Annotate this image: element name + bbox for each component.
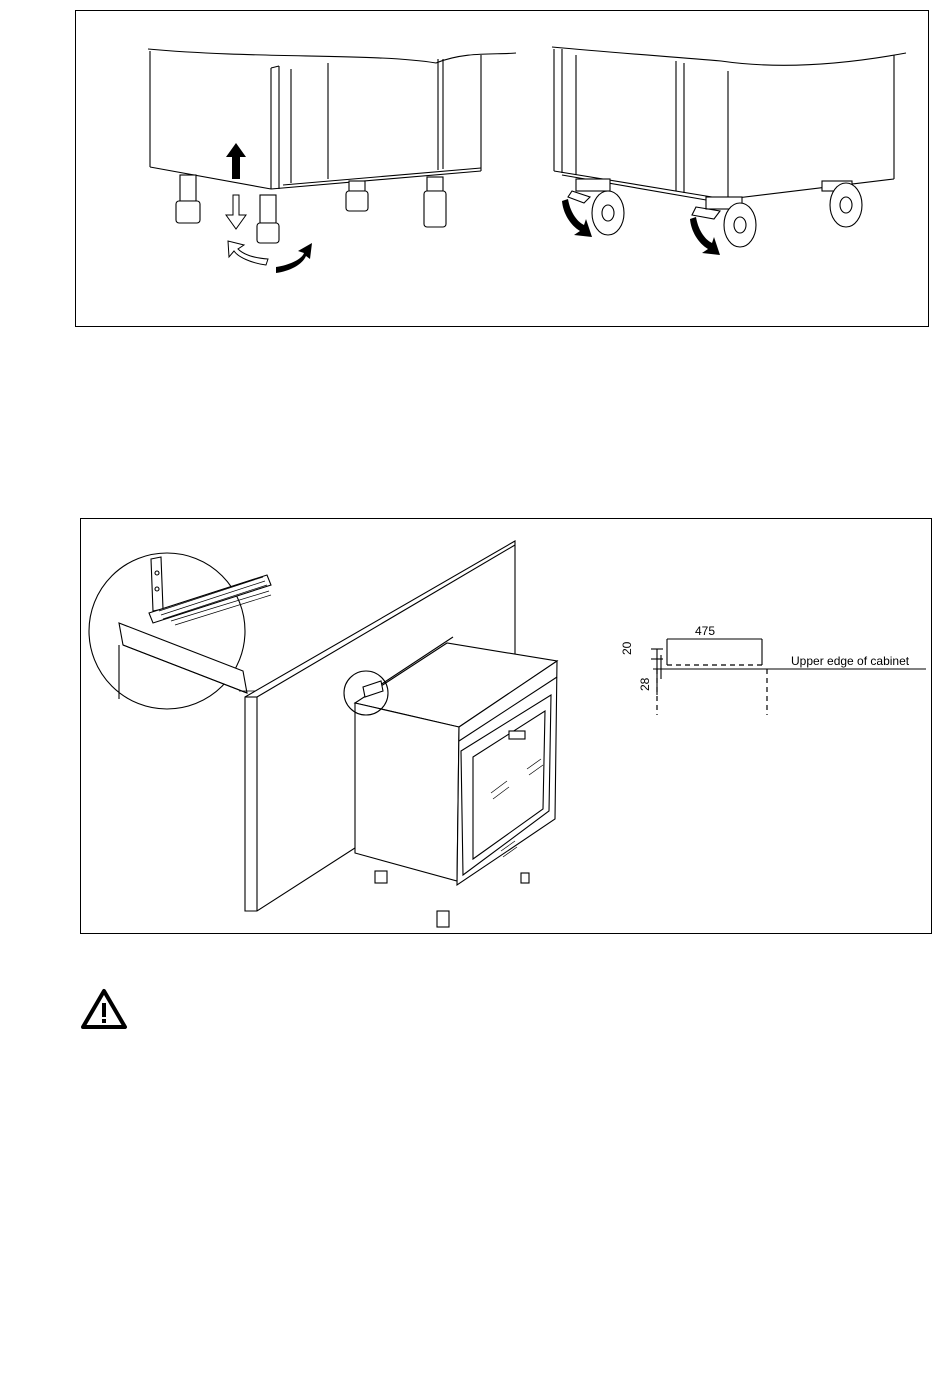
curved-arrow-down-icon [690,217,720,255]
arrow-up-icon [226,143,246,179]
installation-illustration: 475 20 28 Upper edge of cabinet [81,519,930,932]
dimension-height-top: 20 [620,641,634,655]
edge-label: Upper edge of cabinet [791,654,910,668]
rotate-right-arrow-icon [276,243,312,273]
leg [176,175,200,223]
dimension-diagram: 475 20 28 Upper edge of cabinet [620,624,926,715]
curved-arrow-down-icon [562,199,592,237]
cabinet-with-castors [552,47,906,255]
castor [822,181,862,227]
cabinet-with-legs [148,49,516,273]
dimension-height-bottom: 28 [638,677,652,691]
warning-triangle-icon [80,988,128,1030]
rotate-left-arrow-icon [228,241,268,265]
figure-legs-to-castors [75,10,929,327]
leg [346,181,368,211]
figure-cabinet-installation: 475 20 28 Upper edge of cabinet [80,518,932,934]
arrow-down-icon [226,195,246,229]
dimension-width: 475 [695,624,715,638]
detail-zoom-circle [89,553,271,709]
legs-castors-illustration [76,11,927,325]
leg [424,177,446,227]
leg [257,195,279,243]
